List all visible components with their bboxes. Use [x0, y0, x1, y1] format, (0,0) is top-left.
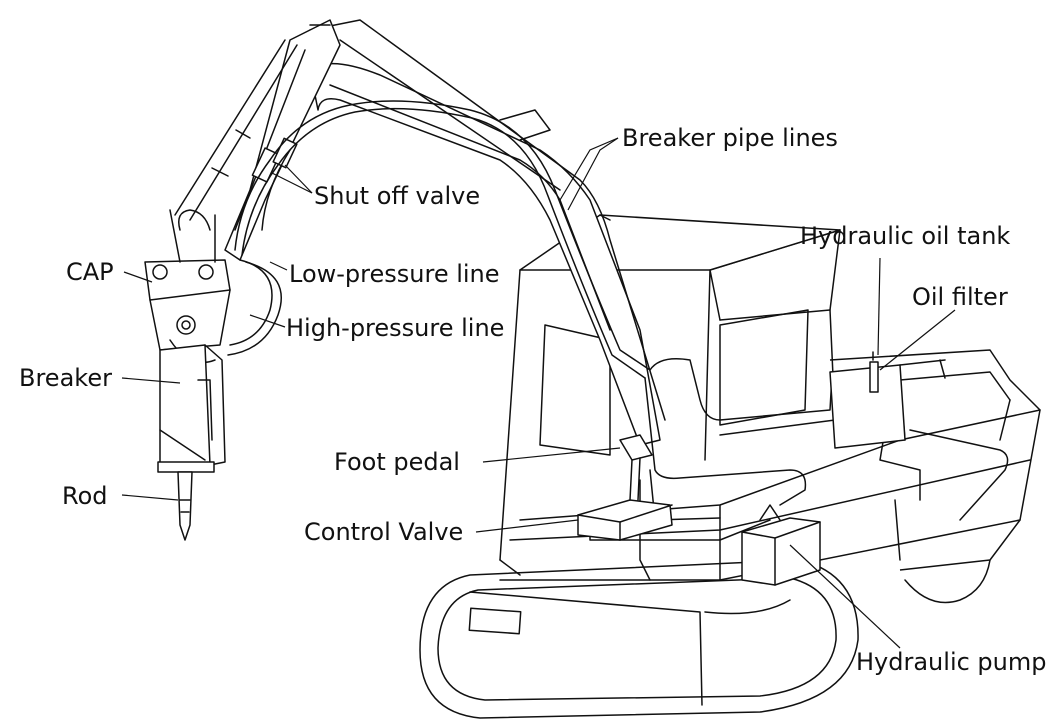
label-breaker: Breaker: [19, 364, 112, 392]
leader-hydraulic-oil-tank: [878, 258, 880, 355]
label-breaker-pipe-lines: Breaker pipe lines: [622, 124, 838, 152]
breaker-assembly: [145, 210, 230, 540]
leader-shut-off-valve: [285, 165, 312, 193]
leader-cap: [124, 272, 152, 282]
label-low-pressure-line: Low-pressure line: [289, 260, 500, 288]
label-rod: Rod: [62, 482, 108, 510]
label-control-valve: Control Valve: [304, 518, 464, 546]
leader-breaker-pipe-lines: [560, 138, 618, 200]
leader-hydraulic-pump: [790, 545, 900, 648]
label-oil-filter: Oil filter: [912, 283, 1008, 311]
control-valve-pump: [578, 500, 820, 585]
breaker-pipe-lines: [228, 101, 1008, 580]
foot-pedal-shape: [620, 435, 652, 500]
leader-rod: [122, 495, 178, 500]
leader-low-pressure: [270, 262, 287, 270]
leader-oil-filter: [880, 310, 955, 370]
crawler-track: [420, 560, 990, 718]
leader-control-valve: [476, 520, 578, 532]
label-foot-pedal: Foot pedal: [334, 448, 460, 476]
label-hydraulic-pump: Hydraulic pump: [856, 648, 1047, 676]
label-shut-off-valve: Shut off valve: [314, 182, 481, 210]
leader-breaker: [122, 378, 180, 383]
label-cap: CAP: [66, 258, 114, 286]
label-high-pressure-line: High-pressure line: [286, 314, 505, 342]
leader-lines: [122, 138, 955, 648]
label-hydraulic-oil-tank: Hydraulic oil tank: [800, 222, 1011, 250]
leader-foot-pedal: [483, 448, 620, 462]
oil-tank-filter: [830, 352, 945, 448]
leader-high-pressure: [250, 315, 285, 327]
boom-arm: [175, 20, 665, 445]
